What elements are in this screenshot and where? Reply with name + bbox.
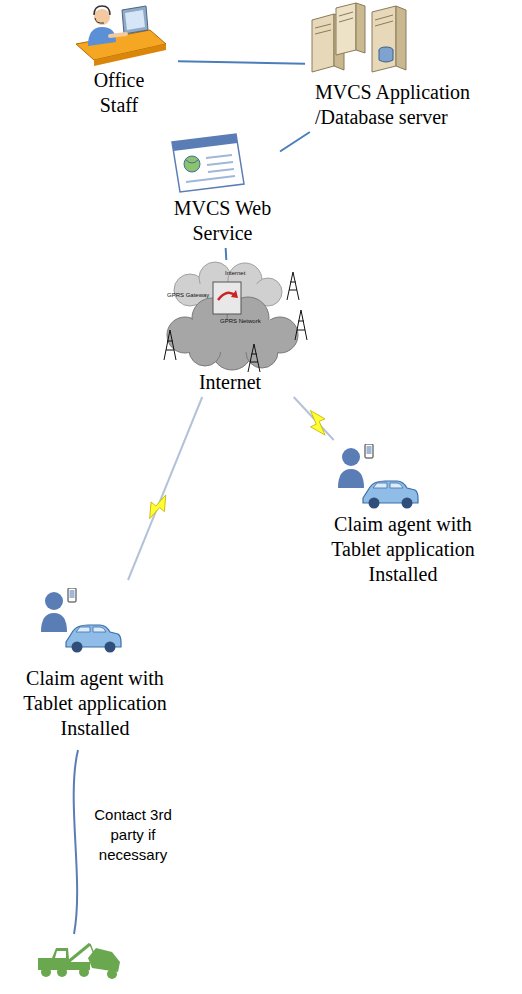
node-label: MVCS Application /Database server: [315, 80, 510, 130]
node-label: Office Staff: [80, 68, 158, 118]
wireless-link: [294, 397, 334, 440]
node-label: MVCS Web Service: [168, 196, 278, 246]
diagram-node: Claim agent with Tablet application Inst…: [12, 580, 178, 743]
network-cloud-icon: [164, 262, 307, 372]
claim-agent-icon: [41, 588, 121, 653]
network-link: [225, 248, 228, 260]
lightning-bolt: [302, 407, 333, 438]
claim-agent-icon: [338, 444, 418, 509]
diagram-node: MVCS Application /Database server: [305, 0, 517, 132]
tow-truck-icon: [38, 944, 120, 979]
diagram-node: Claim agent with Tablet application Inst…: [320, 440, 486, 589]
diagram-node: InternetGPRS GatewayGPRS NetworkInternet: [165, 260, 295, 397]
network-link: [178, 61, 305, 64]
web-service-icon: [172, 134, 244, 192]
office-staff-icon: [76, 6, 166, 66]
network-label: Internet: [225, 270, 245, 277]
note-label: Contact 3rd party if necessary: [86, 805, 180, 865]
node-label: Internet: [165, 370, 295, 395]
network-label: GPRS Network: [220, 318, 261, 325]
leader-line: [74, 750, 78, 934]
server-icon: [312, 3, 406, 72]
lightning-bolt: [145, 491, 170, 523]
diagram-node: Office Staff: [60, 0, 178, 120]
network-link: [280, 132, 310, 151]
diagram-node: MVCS Web Service: [165, 130, 280, 248]
wireless-link: [128, 397, 202, 580]
network-label: GPRS Gateway: [167, 292, 209, 299]
node-label: Claim agent with Tablet application Inst…: [322, 512, 484, 587]
node-label: Claim agent with Tablet application Inst…: [14, 666, 176, 741]
